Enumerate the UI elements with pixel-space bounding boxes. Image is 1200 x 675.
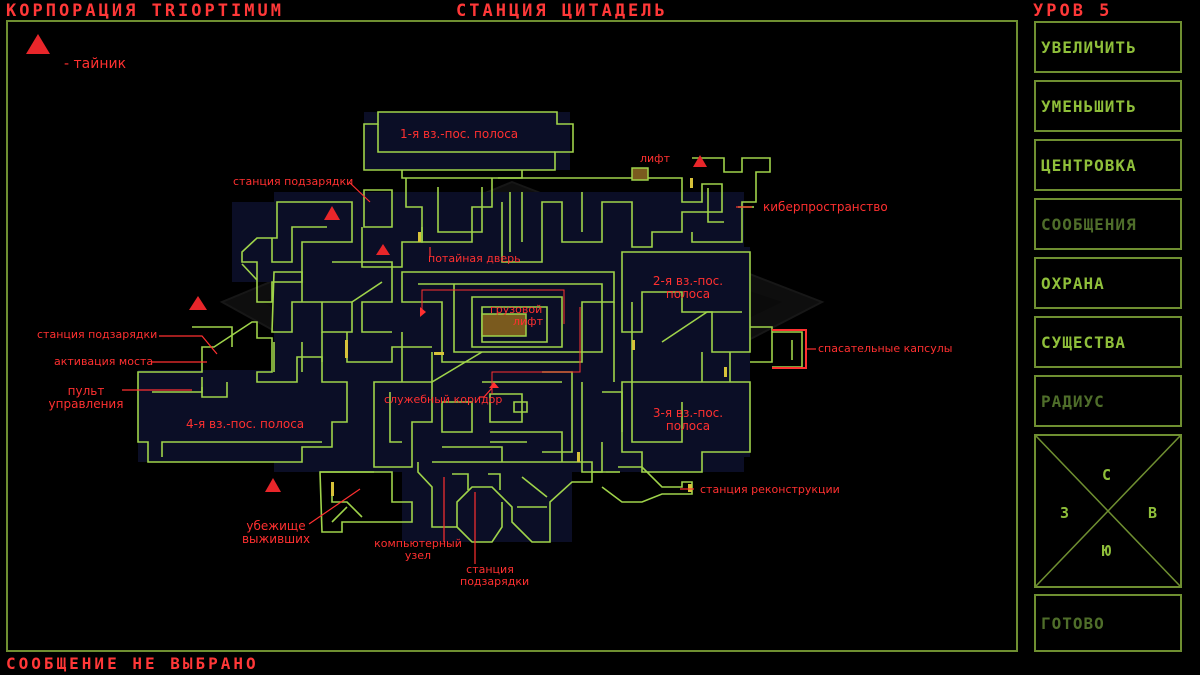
map-doors [331, 178, 727, 496]
zoom-in-button[interactable]: УВЕЛИЧИТЬ [1034, 21, 1182, 73]
lift-marker[interactable] [631, 167, 649, 181]
label-secret-door: потайная дверь [428, 252, 521, 265]
compass-cross [1036, 436, 1180, 586]
creatures-button[interactable]: СУЩЕСТВА [1034, 316, 1182, 368]
label-cargo-line2: лифт [513, 315, 543, 328]
label-shelter-line2: выживших [241, 532, 311, 546]
stash-markers [26, 34, 707, 492]
cargo-lift-marker[interactable] [481, 313, 527, 337]
stash-marker [324, 206, 340, 220]
escape-pods-highlight [772, 329, 807, 369]
label-lift: лифт [640, 152, 670, 165]
label-leaders [122, 181, 816, 564]
label-service-corridor: служебный коридор [384, 393, 503, 406]
map-walls [137, 111, 803, 543]
label-reconstruction: станция реконструкции [700, 483, 840, 496]
label-strip2-line2: полоса [665, 287, 711, 301]
label-strip2-line1: 2-я вз.-пос. [652, 274, 724, 288]
messages-button[interactable]: СООБЩЕНИЯ [1034, 198, 1182, 250]
legend-text: - тайник [64, 56, 127, 72]
corporation-title: КОРПОРАЦИЯ TRIOPTIMUM [6, 1, 284, 21]
radius-button[interactable]: РАДИУС [1034, 375, 1182, 427]
compass: С Ю З В [1034, 434, 1182, 588]
station-title: СТАНЦИЯ ЦИТАДЕЛЬ [456, 1, 668, 21]
label-charge-top: станция подзарядки [233, 175, 354, 188]
label-computer-line1: компьютерный [374, 537, 462, 550]
stash-marker [693, 155, 707, 167]
done-button[interactable]: ГОТОВО [1034, 594, 1182, 652]
compass-west: З [1060, 504, 1070, 522]
label-shelter-line1: убежище [246, 519, 306, 533]
stash-marker [26, 34, 50, 54]
label-charge-bottom-line2: подзарядки [460, 575, 530, 588]
compass-north: С [1102, 466, 1112, 484]
stash-marker [189, 296, 207, 310]
label-strip3-line1: 3-я вз.-пос. [652, 406, 724, 420]
status-message: СООБЩЕНИЕ НЕ ВЫБРАНО [6, 654, 259, 673]
label-charge-bottom-line1: станция [466, 563, 514, 576]
level-map[interactable] [8, 22, 1016, 650]
zoom-out-button[interactable]: УМЕНЬШИТЬ [1034, 80, 1182, 132]
center-button[interactable]: ЦЕНТРОВКА [1034, 139, 1182, 191]
stash-marker [376, 244, 390, 255]
label-control-line2: управления [48, 397, 124, 411]
level-indicator: УРОВ 5 [1033, 1, 1113, 21]
security-button[interactable]: ОХРАНА [1034, 257, 1182, 309]
label-escape-pods: спасательные капсулы [818, 342, 953, 355]
label-charge-left: станция подзарядки [37, 328, 158, 341]
label-strip4: 4-я вз.-пос. полоса [186, 417, 305, 431]
label-control-line1: пульт [67, 384, 105, 398]
compass-south: Ю [1102, 542, 1112, 560]
direction-arrows [420, 307, 499, 388]
label-computer-line2: узел [404, 549, 432, 562]
label-cargo-line1: грузовой [490, 303, 543, 316]
compass-east: В [1148, 504, 1158, 522]
label-bridge: активация моста [54, 355, 154, 368]
service-route-highlight [421, 289, 581, 394]
label-cyberspace: киберпространство [763, 200, 888, 214]
label-strip3-line2: полоса [665, 419, 711, 433]
label-strip1: 1-я вз.-пос. полоса [400, 127, 519, 141]
map-view[interactable]: - тайник 1-я вз.-пос. полоса 2-я вз.-пос… [6, 20, 1018, 652]
stash-marker [265, 478, 281, 492]
